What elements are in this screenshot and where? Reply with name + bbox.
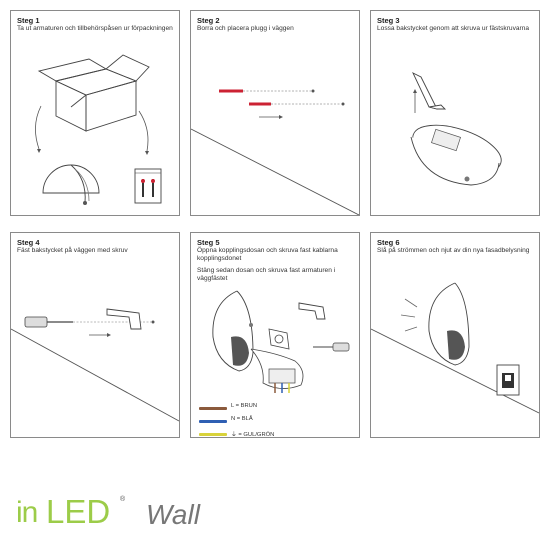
wire-label-earth: ⏚ = GUL/GRÖN: [231, 432, 275, 438]
wire-swatch-brown: [199, 407, 227, 410]
arrow-left-curve: [35, 105, 42, 150]
step-1-panel: Steg 1 Ta ut armaturen och tillbehörspås…: [10, 10, 180, 216]
step-4-text: Fäst bakstycket på väggen med skruv: [17, 247, 128, 254]
product-name: Wall: [146, 499, 200, 530]
step-5-text-2: Stäng sedan dosan och skruva fast armatu…: [197, 267, 336, 282]
step-6-text: Slå på strömmen och njut av din nya fasa…: [377, 247, 530, 254]
wire-label-live: L = BRUN: [231, 403, 258, 409]
wire-label-neutral: N = BLÅ: [231, 416, 253, 422]
wire-color-legend: L = BRUN N = BLÅ ⏚ = GUL/GRÖN: [199, 403, 349, 438]
logo-registered-mark: ®: [120, 496, 126, 503]
screwdriver-icon: [24, 316, 73, 328]
arrow-right-icon: [259, 115, 283, 119]
step-3-illustration: [410, 72, 502, 186]
logo-in-text: in: [16, 496, 38, 529]
brand-logo: in LED ® Wall: [16, 490, 276, 540]
wall-line: [11, 328, 179, 422]
wire-swatch-yellow-green: [199, 433, 227, 436]
wall-bracket-icon: [106, 308, 142, 330]
wall-line: [371, 328, 539, 414]
step-5-panel: Steg 5 Öppna kopplingsdosan och skruva f…: [190, 232, 360, 438]
step-2-illustration: [191, 89, 359, 215]
step-2-panel: Steg 2 Borra och placera plugg i väggen: [190, 10, 360, 216]
step-6-panel: Steg 6 Slå på strömmen och njut av din n…: [370, 232, 540, 438]
step-4-title: Steg 4: [17, 238, 40, 247]
lamp-fixture-icon: [428, 282, 470, 366]
arrow-up-icon: [413, 89, 417, 113]
step-3-title: Steg 3: [377, 16, 400, 25]
step-5-text: Öppna kopplingsdosan och skruva fast kab…: [197, 247, 338, 262]
screwdriver-icon: [313, 342, 350, 352]
step-5-illustration: [212, 290, 350, 393]
logo-led-text: LED: [46, 493, 111, 530]
arrow-right-icon: [89, 333, 111, 337]
step-4-illustration: [11, 308, 179, 422]
legend-row-earth: ⏚ = GUL/GRÖN: [199, 429, 349, 438]
step-3-text: Lossa bakstycket genom att skruva ur fäs…: [377, 25, 530, 32]
terminal-block-icon: [250, 348, 304, 393]
lamp-fixture-icon: [42, 164, 100, 205]
light-switch-icon: [496, 364, 520, 396]
arrow-right-curve: [138, 110, 149, 152]
light-rays-icon: [400, 298, 418, 332]
wall-line: [191, 128, 359, 215]
step-2-text: Borra och placera plugg i väggen: [197, 25, 294, 32]
junction-box-icon: [268, 328, 290, 350]
lamp-fixture-icon: [212, 290, 254, 372]
step-1-text: Ta ut armaturen och tillbehörspåsen ur f…: [17, 25, 173, 32]
step-2-title: Steg 2: [197, 16, 220, 25]
legend-row-neutral: N = BLÅ: [199, 416, 349, 429]
step-3-panel: Steg 3 Lossa bakstycket genom att skruva…: [370, 10, 540, 216]
lamp-fixture-icon: [410, 124, 502, 186]
step-4-panel: Steg 4 Fäst bakstycket på väggen med skr…: [10, 232, 180, 438]
step-5-title: Steg 5: [197, 238, 220, 247]
step-1-title: Steg 1: [17, 16, 40, 25]
step-6-illustration: [371, 282, 539, 414]
wall-bracket-icon: [298, 302, 326, 320]
step-1-illustration: [35, 54, 162, 205]
wire-swatch-blue: [199, 420, 227, 423]
wall-plug-icon: [249, 102, 345, 106]
accessory-bag-icon: [134, 168, 162, 204]
legend-row-live: L = BRUN: [199, 403, 349, 416]
box-icon: [37, 54, 150, 132]
wall-plug-icon: [219, 89, 315, 93]
wall-bracket-icon: [412, 72, 447, 110]
step-6-title: Steg 6: [377, 238, 400, 247]
